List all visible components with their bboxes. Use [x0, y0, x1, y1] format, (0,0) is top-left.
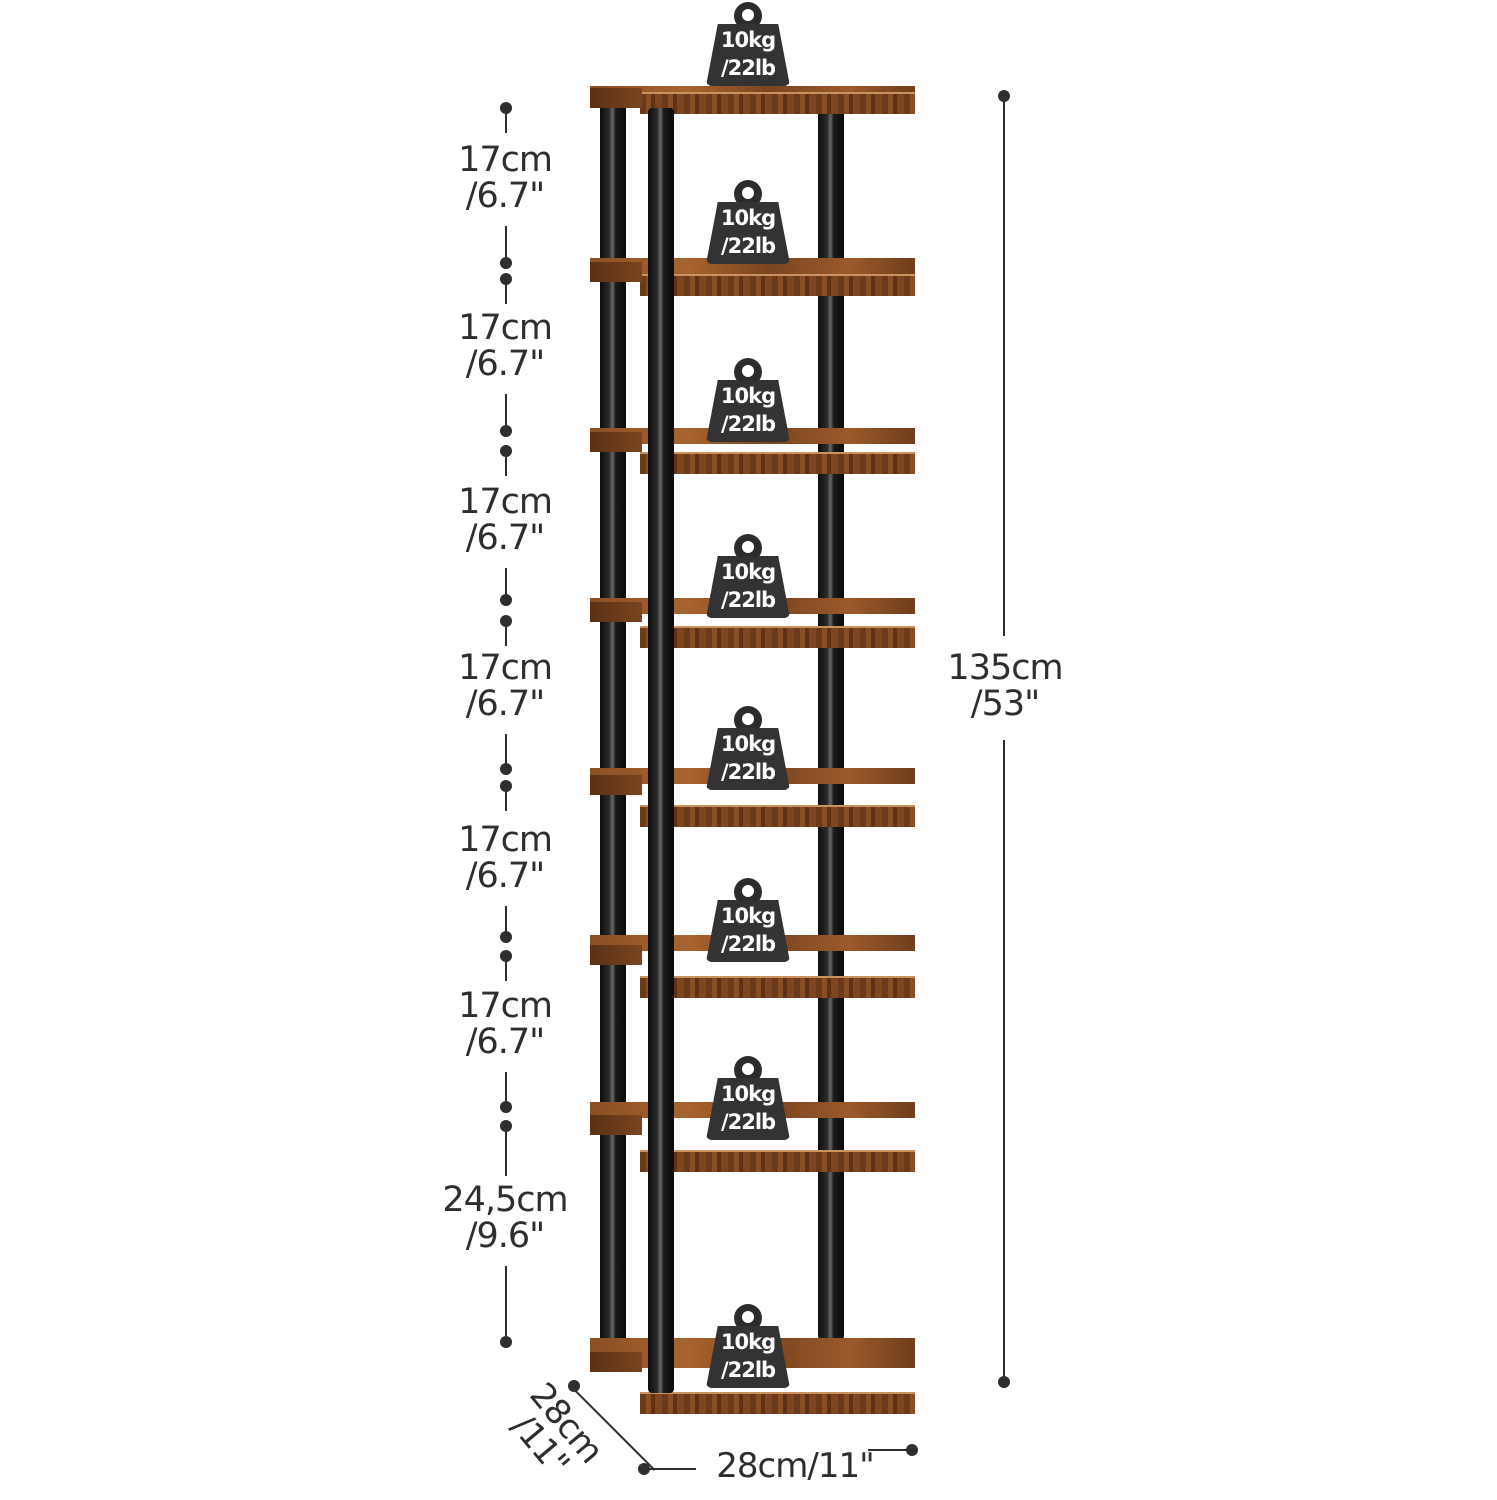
weight-icon: 10kg /22lb [706, 2, 790, 88]
weight-icon: 10kg /22lb [706, 534, 790, 620]
weight-icon: 10kg /22lb [706, 706, 790, 792]
weight-icon: 10kg /22lb [706, 180, 790, 266]
weight-icon: 10kg /22lb [706, 878, 790, 964]
back-left-pole [600, 100, 626, 1350]
weight-icon: 10kg /22lb [706, 1056, 790, 1142]
weight-icon: 10kg /22lb [706, 358, 790, 444]
back-right-pole [818, 100, 844, 1340]
front-left-pole [648, 108, 674, 1393]
weight-icon: 10kg /22lb [706, 1304, 790, 1390]
